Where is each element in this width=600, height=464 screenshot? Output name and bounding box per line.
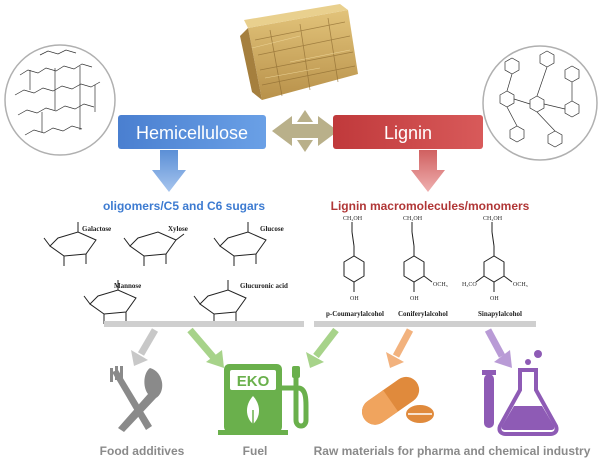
- lignin-box: Lignin: [333, 115, 483, 149]
- hemicellulose-label: Hemicellulose: [136, 123, 248, 143]
- hemicellulose-structure-circle: [4, 44, 116, 156]
- lignin-label: Lignin: [384, 123, 432, 143]
- monomer-label-p-coumaryl: p-Coumarylalcohol: [326, 310, 384, 318]
- chem-oh-1: OH: [350, 296, 359, 302]
- lignin-subtitle: Lignin macromolecules/monomers: [331, 199, 530, 213]
- hemicellulose-separator: [104, 321, 304, 327]
- chem-h3co-3: H₃CO: [462, 282, 477, 288]
- chem-oh-2: OH: [410, 296, 419, 302]
- sugar-label-mannose: Mannose: [114, 282, 141, 290]
- double-arrow: [272, 110, 338, 152]
- monomer-label-coniferyl: Coniferylalcohol: [398, 310, 448, 318]
- fuel-pump-eko-text: EKO: [237, 373, 270, 390]
- fuel-pump-icon: EKO: [218, 364, 309, 435]
- monomer-structures: [343, 222, 513, 292]
- chem-ch2oh-3: CH₂OH: [483, 216, 503, 222]
- lignin-separator: [314, 321, 536, 327]
- sugar-label-glucuronic-acid: Glucuronic acid: [240, 282, 288, 290]
- hemicellulose-subtitle: oligomers/C5 and C6 sugars: [103, 199, 265, 213]
- output-label-raw-materials: Raw materials for pharma and chemical in…: [314, 444, 591, 458]
- hemicellulose-box: Hemicellulose: [118, 115, 266, 149]
- chem-oh-3: OH: [490, 296, 499, 302]
- monomer-label-sinapyl: Sinapylalcohol: [478, 310, 522, 318]
- lab-flask-icon: [482, 350, 559, 436]
- pill-capsule-icon: [362, 376, 434, 425]
- output-arrows: [131, 327, 512, 368]
- chem-och3-2: OCH₃: [433, 282, 448, 288]
- lignin-down-arrow: [411, 150, 445, 192]
- chem-ch2oh-1: CH₂OH: [343, 216, 363, 222]
- sugar-label-galactose: Galactose: [82, 225, 111, 233]
- hemicellulose-down-arrow: [152, 150, 186, 192]
- sugar-structures: [43, 222, 267, 324]
- hay-bale-image: [240, 4, 358, 100]
- fork-knife-icon: [110, 366, 163, 432]
- output-label-food-additives: Food additives: [100, 444, 185, 458]
- chem-ch2oh-2: CH₂OH: [403, 216, 423, 222]
- sugar-label-glucose: Glucose: [260, 225, 284, 233]
- output-label-fuel: Fuel: [243, 444, 268, 458]
- sugar-label-xylose: Xylose: [168, 225, 188, 233]
- lignin-structure-circle: [482, 45, 598, 161]
- chem-och3-3: OCH₃: [513, 282, 528, 288]
